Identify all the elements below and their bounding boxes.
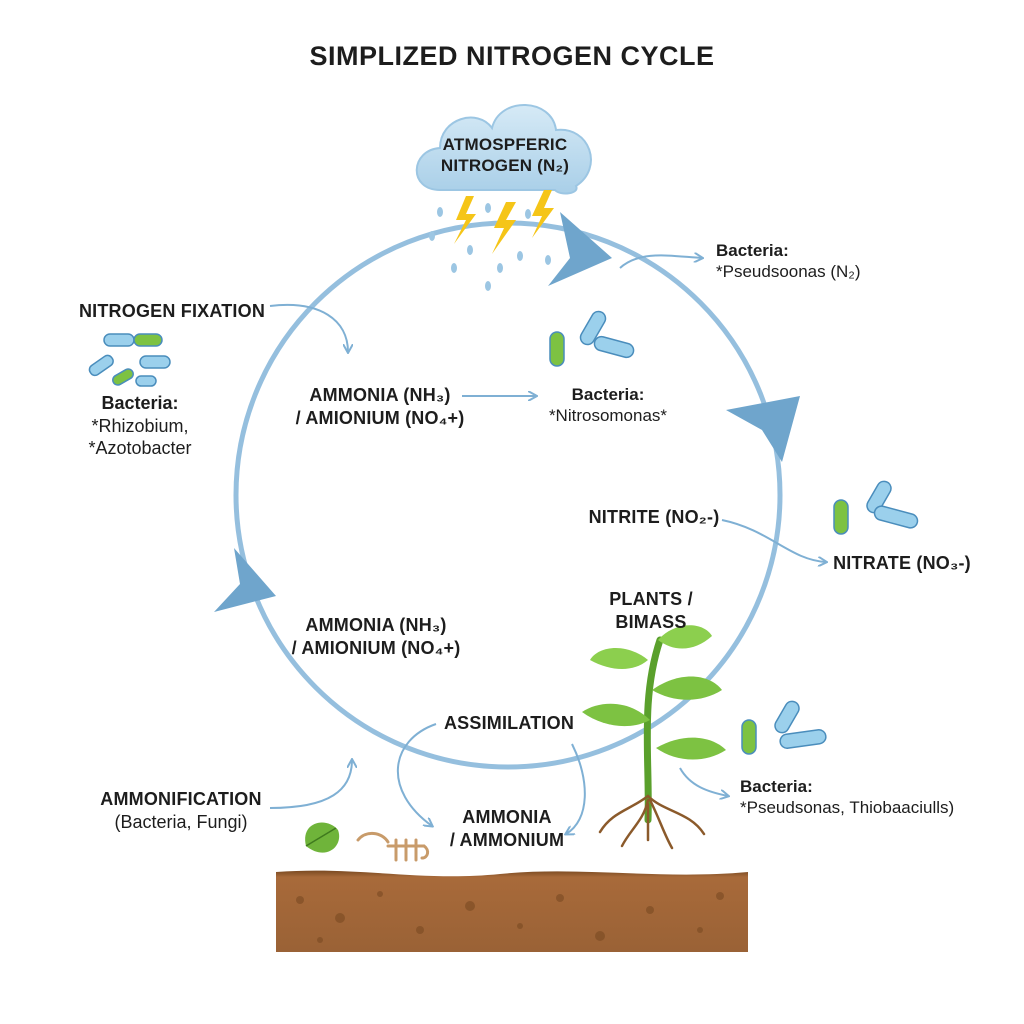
- rain-icon: [429, 203, 551, 291]
- diagram-title: SIMPLIZED NITROGEN CYCLE: [309, 41, 715, 71]
- arrow-ammonification: [269, 760, 352, 809]
- lightning-icon: [454, 190, 554, 254]
- bacteria-icon-fixation: [88, 333, 171, 387]
- fixation-bacteria-label: Bacteria:: [101, 393, 179, 413]
- ammonia-left-line2: / AMIONIUM (NO₄+): [291, 637, 461, 658]
- cycle-arrowhead-top: [548, 212, 612, 286]
- bottom-bacteria-label: Bacteria: *Pseudsonas, Thiobaaciulls): [740, 776, 980, 819]
- arrow-plant-to-bacteria: [679, 767, 728, 796]
- arrow-to-denitrify: [619, 255, 702, 269]
- cloud-label-line2: NITROGEN (N₂): [440, 156, 570, 176]
- fixation-bacteria-line1: *Rhizobium,: [91, 415, 189, 436]
- ammonia-bottom-line2: / AMMONIUM: [449, 829, 565, 850]
- ammonia-top-line2: / AMIONIUM (NO₄+): [295, 407, 465, 428]
- nitrite-label: NITRITE (NO₂-): [588, 507, 720, 527]
- bacteria-icon-bottom: [741, 700, 827, 755]
- bacteria-icon-nitrate: [833, 480, 919, 535]
- ammonia-top-label: AMMONIA (NH₃) / AMIONIUM (NO₄+): [290, 384, 470, 429]
- ammonification-sub: (Bacteria, Fungi): [114, 811, 248, 832]
- denitrify-name: *Pseudsoonas (N₂): [716, 262, 861, 282]
- bacteria-icon-nitrosomonas: [549, 310, 635, 367]
- nitrate-label: NITRATE (NO₃-): [833, 553, 971, 573]
- cloud-icon: [415, 104, 592, 195]
- soil-layer: [276, 870, 748, 952]
- leaf-litter-icon: [305, 822, 340, 853]
- bottom-bacteria-heading: Bacteria:: [740, 777, 813, 796]
- plant-icon: [582, 625, 726, 850]
- arrow-plant-to-ammonia: [566, 743, 586, 834]
- ammonia-top-line1: AMMONIA (NH₃): [309, 385, 451, 405]
- ammonia-left-line1: AMMONIA (NH₃): [305, 615, 447, 635]
- arrow-nitrite-to-nitrate: [721, 519, 826, 562]
- cloud-label: ATMOSPFERIC NITROGEN (N₂): [430, 134, 580, 177]
- plants-label: PLANTS / BIMASS: [596, 588, 706, 633]
- arrow-assimilation-to-ammonia: [396, 723, 437, 826]
- ammonia-bottom-label: AMMONIA / AMMONIUM: [442, 806, 572, 851]
- bottom-bacteria-name: *Pseudsonas, Thiobaaciulls): [740, 798, 955, 818]
- ammonia-bottom-line1: AMMONIA: [462, 807, 552, 827]
- fixation-heading: NITROGEN FIXATION: [78, 301, 266, 321]
- cycle-arrowhead-left: [214, 548, 276, 612]
- fixation-bacteria: Bacteria: *Rhizobium, *Azotobacter: [70, 392, 210, 460]
- fixation-bacteria-line2: *Azotobacter: [88, 438, 192, 458]
- plants-line1: PLANTS /: [609, 589, 693, 609]
- ammonification-label: AMMONIFICATION (Bacteria, Fungi): [96, 788, 266, 833]
- denitrify-label: Bacteria: *Pseudsoonas (N₂): [716, 240, 896, 283]
- cloud-label-line1: ATMOSPFERIC: [442, 135, 568, 154]
- arrow-fixation-to-ammonia: [269, 303, 348, 352]
- nitrosomonas-label: Bacteria: *Nitrosomonas*: [528, 384, 688, 427]
- nitrosomonas-name: *Nitrosomonas*: [548, 406, 668, 426]
- plants-line2: BIMASS: [615, 611, 687, 632]
- cycle-arrowhead-right: [726, 396, 800, 462]
- assimilation-label: ASSIMILATION: [443, 713, 575, 733]
- animal-remains-icon: [356, 832, 430, 862]
- ammonification-heading: AMMONIFICATION: [100, 789, 262, 809]
- ammonia-left-label: AMMONIA (NH₃) / AMIONIUM (NO₄+): [286, 614, 466, 659]
- denitrify-heading: Bacteria:: [716, 241, 789, 260]
- nitrosomonas-heading: Bacteria:: [571, 385, 645, 404]
